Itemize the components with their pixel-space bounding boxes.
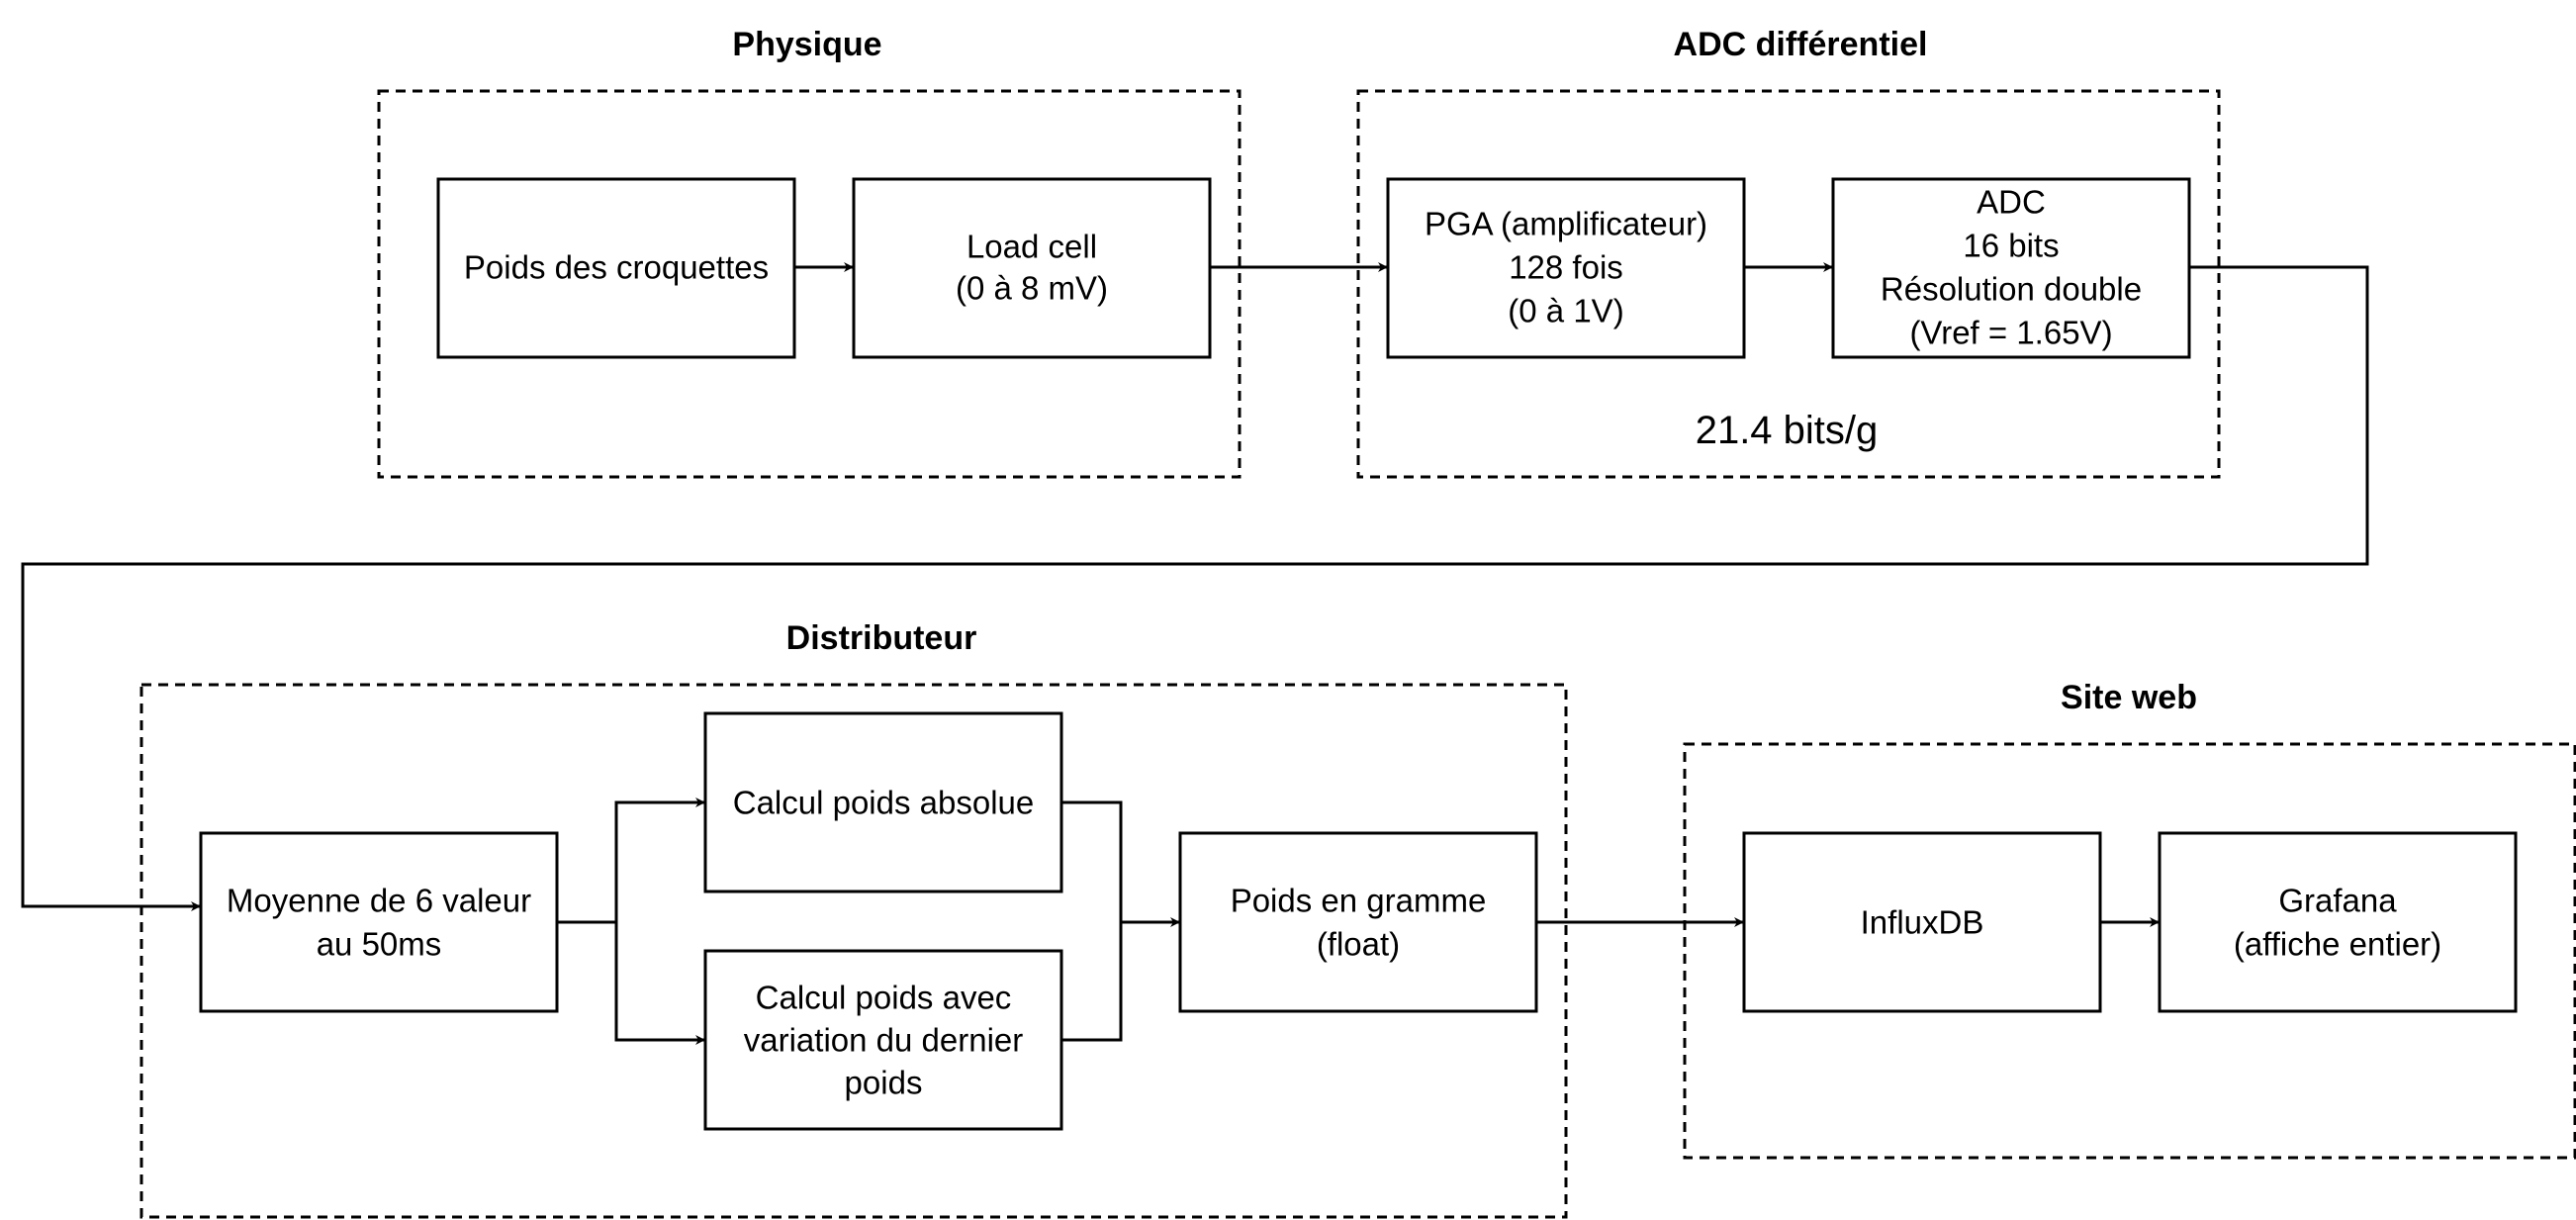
node-calcul-variation-label-line: poids (845, 1065, 923, 1101)
group-adc-title: ADC différentiel (1674, 26, 1928, 63)
group-distributeur-frame (139, 683, 1568, 1219)
group-adc-frame (1356, 89, 2221, 479)
group-site-web-title: Site web (2061, 679, 2197, 716)
node-poids-gramme-label-line: Poids en gramme (1231, 883, 1487, 919)
group-site-web-frame (1683, 742, 2576, 1160)
edges (21, 262, 2369, 1045)
node-calcul-absolue: Calcul poids absolue (703, 711, 1063, 893)
edge-variation-to-poids-gramme (1061, 922, 1123, 1042)
node-calcul-variation-label-line: variation du dernier (744, 1022, 1024, 1059)
node-load-cell-label-line: (0 à 8 mV) (956, 270, 1108, 307)
node-calcul-variation-label-line: Calcul poids avec (756, 980, 1012, 1016)
node-influxdb: InfluxDB (1742, 831, 2102, 1013)
edge-moyenne-to-absolue (557, 798, 705, 924)
node-pga-label-line: 128 fois (1509, 249, 1623, 286)
node-load-cell: Load cell (0 à 8 mV) (852, 177, 1212, 359)
node-adc-label-line: 16 bits (1963, 228, 2059, 264)
node-adc-label-line: Résolution double (1881, 271, 2142, 308)
group-physique-frame (377, 89, 1242, 479)
node-calcul-absolue-label-line: Calcul poids absolue (733, 785, 1035, 821)
group-distributeur-title: Distributeur (786, 619, 977, 657)
node-grafana-label-line: Grafana (2278, 883, 2397, 919)
node-pga: PGA (amplificateur) 128 fois (0 à 1V) (1386, 177, 1746, 359)
node-poids-croquettes: Poids des croquettes (436, 177, 796, 359)
node-poids-croquettes-label-line: Poids des croquettes (464, 249, 769, 286)
node-adc-label-line: (Vref = 1.65V) (1909, 315, 2112, 351)
group-physique: Physique (377, 26, 1242, 479)
node-pga-label-line: PGA (amplificateur) (1425, 206, 1707, 242)
node-calcul-variation: Calcul poids avec variation du dernier poi… (703, 949, 1063, 1131)
node-adc-label-line: ADC (1977, 184, 2046, 221)
node-moyenne-label-line: Moyenne de 6 valeur (227, 883, 531, 919)
group-distributeur: Distributeur (139, 619, 1568, 1219)
node-grafana: Grafana (affiche entier) (2158, 831, 2518, 1013)
node-moyenne-label-line: au 50ms (317, 926, 442, 963)
node-poids-gramme-label-line: (float) (1317, 926, 1400, 963)
group-adc: ADC différentiel 21.4 bits/g (1356, 26, 2221, 479)
edge-adc-to-moyenne (21, 265, 2369, 911)
node-load-cell-label-line: Load cell (966, 229, 1097, 265)
node-influxdb-label-line: InfluxDB (1861, 904, 1984, 941)
bits-per-gram-note: 21.4 bits/g (1696, 409, 1879, 452)
edge-absolue-to-poids-gramme (1061, 800, 1180, 927)
node-moyenne: Moyenne de 6 valeur au 50ms (199, 831, 559, 1013)
node-poids-gramme: Poids en gramme (float) (1178, 831, 1538, 1013)
group-site-web: Site web (1683, 679, 2576, 1160)
node-grafana-label-line: (affiche entier) (2234, 926, 2441, 963)
node-pga-label-line: (0 à 1V) (1508, 293, 1623, 329)
edge-moyenne-to-variation (614, 922, 705, 1045)
group-physique-title: Physique (732, 26, 881, 63)
